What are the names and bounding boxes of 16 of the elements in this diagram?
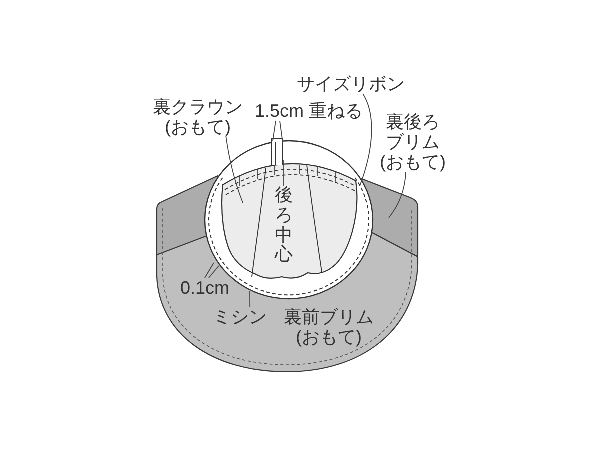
leader-line xyxy=(280,120,284,144)
leader-line xyxy=(204,262,214,278)
callout-label: 1.5cm 重ねる xyxy=(254,101,364,121)
leader-line xyxy=(250,290,251,308)
callout-label: 0.1cm xyxy=(180,278,230,298)
vertical-label: 後ろ中心 xyxy=(275,186,293,266)
callout-label: 裏後ろブリム(おもて) xyxy=(379,112,447,172)
part-label: 裏前ブリム(おもて) xyxy=(283,307,375,347)
leader-line xyxy=(388,172,406,218)
leader-line xyxy=(360,94,372,186)
callout-label: サイズリボン xyxy=(296,74,406,94)
leader-line xyxy=(272,120,276,142)
callout-label: ミシン xyxy=(212,307,268,327)
leader-line xyxy=(226,136,244,204)
leader-line xyxy=(208,266,220,278)
callout-label: 裏クラウン(おもて) xyxy=(152,97,244,137)
